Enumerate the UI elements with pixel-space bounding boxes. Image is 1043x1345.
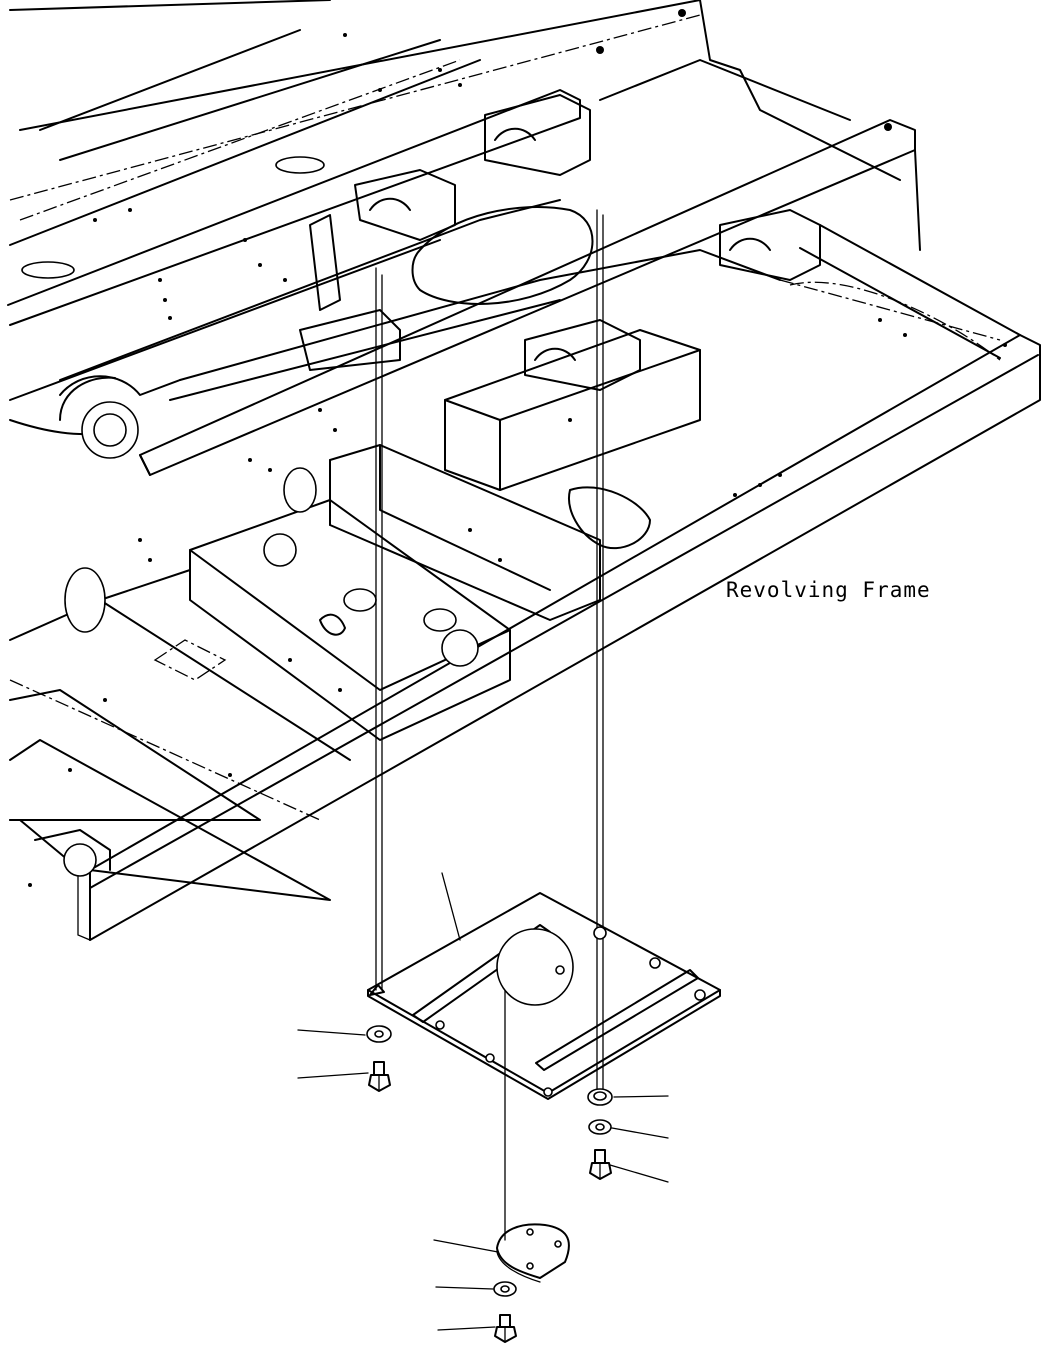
washer-right-1[interactable] xyxy=(587,1088,613,1106)
leader-plate xyxy=(441,872,461,941)
leader-washer-cover xyxy=(435,1286,494,1290)
revolving-frame xyxy=(7,0,1041,941)
bolt-left[interactable] xyxy=(368,1061,391,1092)
alignment-lines xyxy=(375,209,604,1241)
inspection-cover[interactable] xyxy=(496,1223,570,1283)
washer-right-2[interactable] xyxy=(588,1119,612,1135)
washer-left[interactable] xyxy=(366,1025,392,1043)
undercover-plate[interactable] xyxy=(367,892,721,1100)
bolt-right[interactable] xyxy=(589,1149,612,1180)
washer-cover[interactable] xyxy=(493,1281,517,1297)
leader-bolt-right xyxy=(609,1164,669,1183)
leader-bolt-left xyxy=(297,1072,369,1079)
bolt-cover[interactable] xyxy=(494,1314,517,1343)
leader-washer-left xyxy=(297,1029,366,1036)
frame-label: Revolving Frame xyxy=(726,578,931,602)
leader-bolt-cover xyxy=(437,1326,496,1331)
leader-cover xyxy=(433,1239,499,1253)
leader-washer-right-1 xyxy=(613,1095,669,1098)
leader-washer-right-2 xyxy=(611,1127,669,1139)
